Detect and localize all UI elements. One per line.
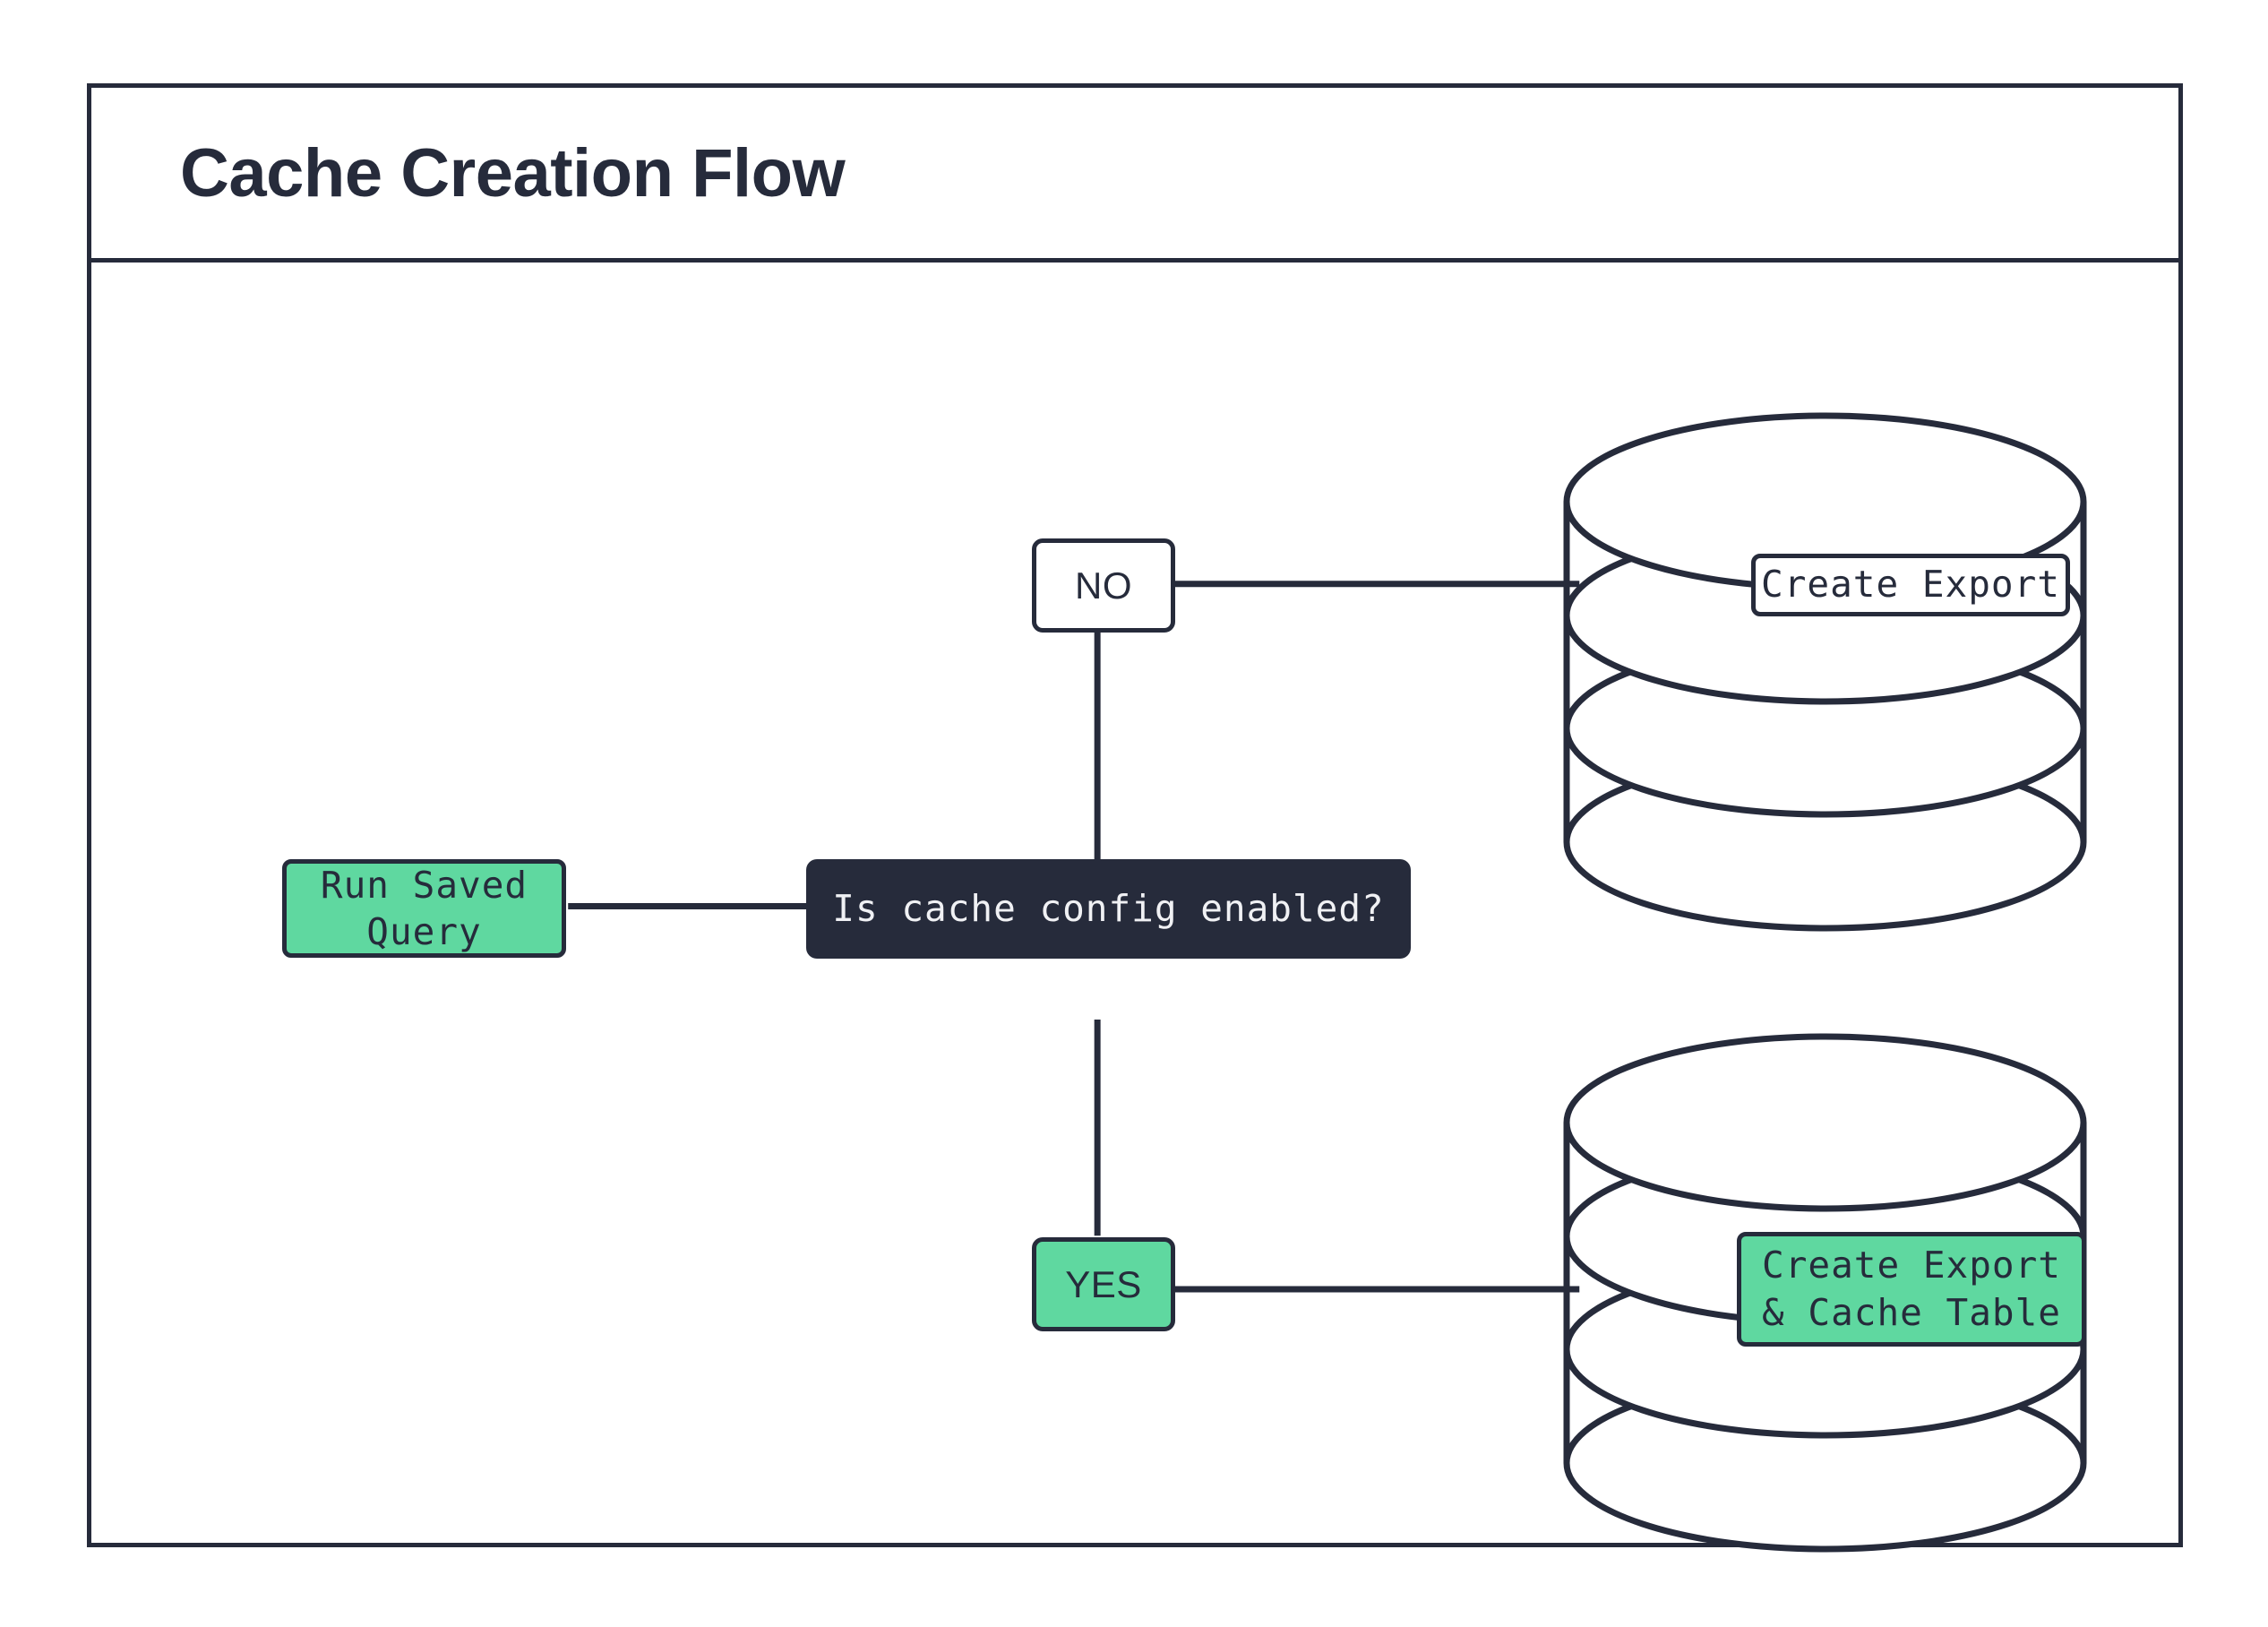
- diagram-canvas: Create Export Create Export & Cache Tabl…: [91, 263, 2178, 1553]
- diagram-frame: Cache Creation Flow: [87, 83, 2183, 1553]
- database-top-shape: [1563, 412, 2087, 932]
- database-top-label: Create Export: [1751, 554, 2070, 616]
- database-bottom[interactable]: Create Export & Cache Table: [1563, 1033, 2087, 1553]
- page-title: Cache Creation Flow: [180, 134, 846, 211]
- node-is-cache-config-enabled[interactable]: Is cache config enabled?: [806, 859, 1411, 959]
- branch-label-yes[interactable]: YES: [1032, 1237, 1175, 1331]
- branch-label-no[interactable]: NO: [1032, 538, 1175, 633]
- database-top[interactable]: Create Export: [1563, 412, 2087, 932]
- database-bottom-label: Create Export & Cache Table: [1737, 1232, 2086, 1347]
- node-run-saved-query[interactable]: Run Saved Query: [282, 859, 566, 958]
- diagram-header: Cache Creation Flow: [91, 88, 2178, 263]
